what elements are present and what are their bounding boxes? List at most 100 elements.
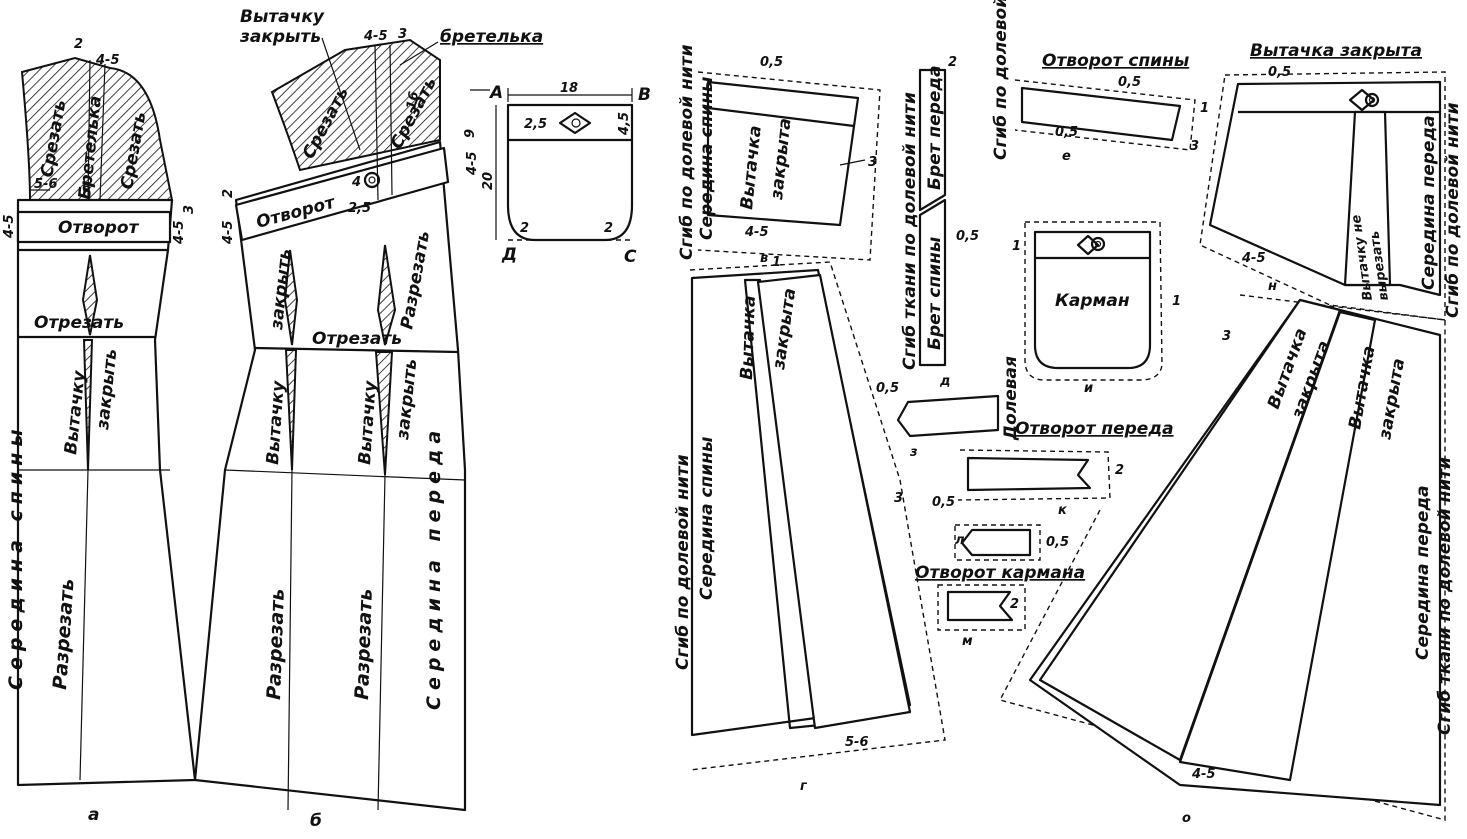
piece-v-dim-3: 3 [868, 155, 877, 170]
piece-a-yoke-hatched [20, 56, 174, 201]
piece-k-title: Отворот переда [1015, 419, 1174, 439]
piece-b-dim-4: 4 [351, 175, 361, 190]
piece-e-dim-05a: 0,5 [1118, 75, 1141, 90]
piece-b-dart-left-upper [283, 249, 299, 346]
piece-v-dim-05: 0,5 [760, 55, 783, 70]
piece-a-dart-upper [81, 254, 99, 336]
piece-m-outline [946, 590, 1014, 622]
pocket-r-left: 2 [520, 221, 529, 236]
piece-v-fold: Сгиб по долевой нити [677, 44, 697, 260]
piece-e-outline [1020, 86, 1182, 142]
piece-b-label-seredina: Середина переда [423, 425, 445, 710]
piece-e-dim-1: 1 [1200, 101, 1209, 116]
pocket-A: А [488, 83, 503, 103]
piece-b-label-razrezat-1: Разрезать [263, 588, 289, 700]
pocket-labels: А В Д С 18 2,5 4,5 2 2 [488, 81, 651, 267]
piece-a-dim-2: 2 [74, 37, 83, 52]
piece-a-label-seredina: Середина спины [5, 423, 27, 690]
piece-d-bret-pereda: Брет переда [925, 65, 945, 190]
piece-n-labels: Вытачка закрыта 0,5 3 4-5 Вытачку не выр… [1190, 41, 1463, 318]
piece-m [937, 584, 1026, 631]
piece-m-labels: Отворот кармана 2 м [915, 563, 1085, 649]
piece-i-karman: Карман [1055, 291, 1130, 311]
piece-b-dart-left-lower [284, 349, 298, 471]
piece-a-dim-6: 6 [82, 181, 91, 196]
piece-d-fold: Сгиб ткани по долевой нити [900, 92, 920, 370]
piece-b-label-vytachku-1: Вытачку [240, 7, 325, 27]
piece-o-letter: о [1182, 811, 1191, 826]
piece-a-dim-top: 4-5 [95, 53, 120, 68]
piece-i-dim-1b: 1 [1172, 294, 1181, 309]
piece-o-dim-45: 4-5 [1191, 767, 1216, 782]
piece-e-letter: е [1062, 149, 1071, 164]
pocket-r-right: 2 [604, 221, 613, 236]
piece-i-pocket [1024, 221, 1163, 381]
piece-g-dim-56: 5-6 [845, 735, 869, 750]
piece-z-dolevaya: Долевая [1001, 356, 1021, 441]
piece-i-letter: и [1084, 381, 1093, 396]
piece-b-letter: б [310, 811, 322, 831]
piece-a-dim-3: 3 [182, 205, 197, 214]
pocket-flap-right: 4,5 [617, 112, 632, 136]
piece-a-letter: а [88, 805, 99, 825]
piece-n-fold: Сгиб по долевой нити [1443, 102, 1463, 318]
piece-i-labels: Карман 1 1 и [1012, 239, 1181, 396]
piece-n-dim-45: 4-5 [1241, 251, 1266, 266]
piece-v-outline [706, 80, 860, 227]
piece-g-seredina: Середина спины [697, 437, 717, 600]
piece-a-dim-left: 4-5 [2, 215, 17, 240]
piece-b-dim-25: 2,5 [348, 201, 371, 216]
piece-b-otvorot-strip [234, 146, 450, 242]
piece-k [957, 449, 1111, 501]
piece-b-dim-16: 16 [404, 90, 422, 110]
piece-b-outline [193, 140, 467, 812]
piece-v-seredina: Середина спины [697, 77, 717, 240]
piece-l [954, 524, 1041, 561]
piece-g-letter: г [800, 779, 808, 794]
piece-g-dim-3: 3 [894, 491, 903, 506]
piece-l-outline [960, 528, 1032, 557]
piece-g-fold: Сгиб по долевой нити [673, 454, 693, 670]
piece-i-dim-1a: 1 [1012, 239, 1021, 254]
piece-o-front-skirt [998, 294, 1446, 821]
piece-z-letter: з [909, 445, 918, 460]
piece-b-yoke-hatched [270, 38, 441, 172]
piece-o-gore-2 [1178, 310, 1377, 782]
piece-b-front-dress [193, 38, 490, 812]
piece-i-outline [1033, 230, 1152, 370]
piece-b-label-bretelka: бретелька [440, 27, 543, 47]
piece-e-fold: Сгиб по долевой [991, 0, 1011, 160]
piece-e-title: Отворот спины [1042, 51, 1189, 71]
piece-b-dim-left: 4-5 [221, 221, 236, 246]
piece-d-strap-back [918, 198, 947, 367]
piece-m-dim-2: 2 [1010, 597, 1019, 612]
piece-b-dart-right-upper [376, 244, 397, 346]
piece-a-otvorot-strip [16, 210, 172, 244]
piece-v-back-yoke [697, 71, 881, 261]
piece-n-front-yoke [1199, 71, 1446, 321]
piece-o-fold: Сгиб ткани по долевой нити [1435, 457, 1455, 735]
piece-k-labels: Отворот переда 2 0,5 к [932, 419, 1174, 518]
piece-v-dim-45: 4-5 [744, 225, 769, 240]
piece-a-dim-right: 4-5 [172, 221, 187, 246]
piece-n-dim-05: 0,5 [1268, 65, 1291, 80]
piece-k-letter: к [1058, 503, 1068, 518]
piece-v-letter: в [760, 251, 768, 266]
pocket-draft [495, 88, 634, 242]
piece-b-label-razrezat-2: Разрезать [351, 588, 377, 700]
piece-a-label-otrezat: Отрезать [34, 313, 124, 333]
piece-a-dart-lower [82, 339, 94, 471]
piece-b-dim-2: 2 [221, 189, 236, 198]
piece-d-straps [918, 68, 947, 367]
piece-n-dim-3: 3 [1190, 139, 1199, 154]
piece-k-dim-2: 2 [1115, 463, 1124, 478]
piece-z-dim-05: 0,5 [876, 381, 899, 396]
pocket-C: С [624, 247, 637, 267]
piece-k-outline [966, 456, 1092, 492]
piece-o-seredina: Середина переда [1413, 485, 1433, 660]
piece-e-labels: Отворот спины Сгиб по долевой 0,5 0,5 1 … [991, 0, 1209, 164]
piece-m-title: Отворот кармана [915, 563, 1085, 583]
piece-n-title: Вытачка закрыта [1250, 41, 1422, 61]
piece-z [896, 394, 1000, 438]
